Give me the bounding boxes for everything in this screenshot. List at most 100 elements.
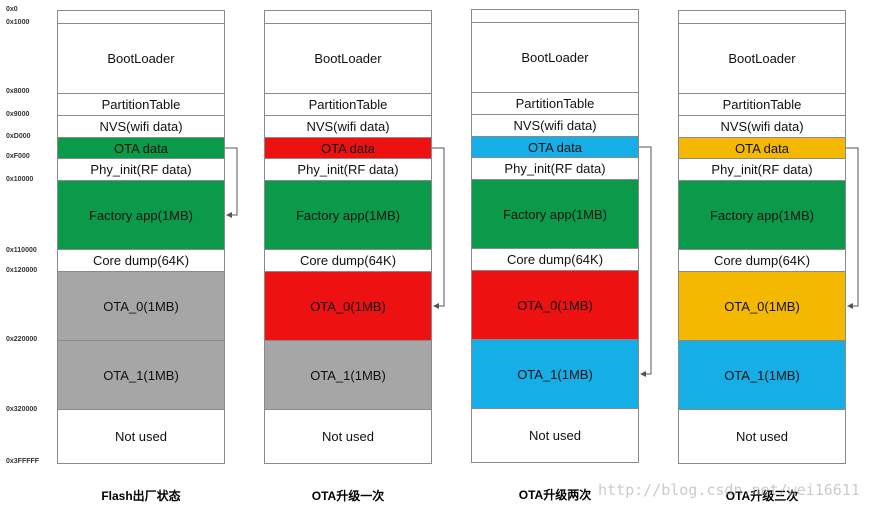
arrow-head <box>847 303 853 309</box>
partition-segment: NVS(wifi data) <box>678 115 846 138</box>
address-label: 0x120000 <box>6 267 38 274</box>
arrow-line <box>846 147 859 307</box>
partition-segment: Core dump(64K) <box>678 249 846 272</box>
partition-segment: Factory app(1MB) <box>264 180 432 250</box>
partition-label: Factory app(1MB) <box>88 207 194 223</box>
partition-segment <box>678 10 846 24</box>
partition-segment: OTA_1(1MB) <box>57 340 225 410</box>
partition-segment: BootLoader <box>471 22 639 93</box>
partition-label: Phy_init(RF data) <box>504 161 606 176</box>
partition-label: OTA data <box>114 140 168 156</box>
arrow-line <box>432 147 445 307</box>
column-caption: OTA升级一次 <box>311 489 385 503</box>
partition-segment: PartitionTable <box>678 93 846 116</box>
partition-segment: OTA_0(1MB) <box>678 271 846 341</box>
arrow-head <box>640 371 646 377</box>
address-label: 0x9000 <box>6 111 30 118</box>
partition-segment: BootLoader <box>264 23 432 94</box>
partition-label: Not used <box>528 428 582 443</box>
address-label: 0xD000 <box>6 133 31 140</box>
partition-label: OTA data <box>735 140 789 156</box>
address-label: 0x110000 <box>6 247 37 254</box>
partition-label: Factory app(1MB) <box>502 206 608 222</box>
partition-label: Not used <box>321 429 375 444</box>
partition-label: Core dump(64K) <box>713 253 811 268</box>
partition-segment: Phy_init(RF data) <box>57 158 225 181</box>
partition-label: PartitionTable <box>308 97 388 112</box>
partition-segment: OTA_1(1MB) <box>264 340 432 410</box>
partition-label: BootLoader <box>314 51 382 66</box>
partition-segment: Phy_init(RF data) <box>678 158 846 181</box>
partition-segment <box>471 9 639 23</box>
partition-label: NVS(wifi data) <box>720 119 804 134</box>
partition-label: Not used <box>114 429 168 444</box>
partition-segment: Phy_init(RF data) <box>264 158 432 181</box>
partition-label: PartitionTable <box>515 96 595 111</box>
partition-label: NVS(wifi data) <box>99 119 183 134</box>
partition-segment: Not used <box>57 409 225 464</box>
partition-segment: PartitionTable <box>471 92 639 115</box>
partition-segment: OTA_1(1MB) <box>471 339 639 409</box>
partition-label: Core dump(64K) <box>506 252 604 267</box>
partition-label: OTA_1(1MB) <box>310 367 386 383</box>
arrow-head <box>433 303 439 309</box>
partition-label: OTA_1(1MB) <box>103 367 179 383</box>
partition-label: OTA_0(1MB) <box>724 298 800 314</box>
partition-segment: OTA_0(1MB) <box>57 271 225 341</box>
partition-segment: NVS(wifi data) <box>264 115 432 138</box>
partition-label: OTA_0(1MB) <box>103 298 179 314</box>
partition-segment: OTA data <box>57 137 225 159</box>
address-label: 0x320000 <box>6 406 38 413</box>
partition-segment: OTA data <box>264 137 432 159</box>
arrow-line <box>639 146 652 375</box>
partition-segment: NVS(wifi data) <box>471 114 639 137</box>
partition-segment: Factory app(1MB) <box>57 180 225 250</box>
partition-label: Not used <box>735 429 789 444</box>
partition-label: NVS(wifi data) <box>306 119 390 134</box>
address-label: 0xF000 <box>6 153 30 160</box>
partition-segment: OTA_0(1MB) <box>471 270 639 340</box>
partition-label: Core dump(64K) <box>299 253 397 268</box>
partition-label: Phy_init(RF data) <box>711 162 813 177</box>
partition-label: OTA data <box>321 140 375 156</box>
partition-label: PartitionTable <box>101 97 181 112</box>
partition-segment: Not used <box>471 408 639 463</box>
partition-segment: Not used <box>264 409 432 464</box>
partition-label: NVS(wifi data) <box>513 118 597 133</box>
partition-segment: Core dump(64K) <box>471 248 639 271</box>
arrow-line <box>225 147 238 216</box>
partition-segment: Core dump(64K) <box>57 249 225 272</box>
partition-segment <box>57 10 225 24</box>
partition-segment: Factory app(1MB) <box>678 180 846 250</box>
partition-label: BootLoader <box>728 51 796 66</box>
arrow-head <box>226 212 232 218</box>
partition-label: Factory app(1MB) <box>295 207 401 223</box>
partition-label: BootLoader <box>107 51 175 66</box>
column-caption: Flash出厂状态 <box>101 489 181 503</box>
address-label: 0x0 <box>6 6 18 13</box>
partition-label: OTA_1(1MB) <box>517 366 593 382</box>
partition-segment: NVS(wifi data) <box>57 115 225 138</box>
partition-label: OTA_1(1MB) <box>724 367 800 383</box>
partition-label: PartitionTable <box>722 97 802 112</box>
partition-label: OTA_0(1MB) <box>310 298 386 314</box>
partition-segment: OTA_0(1MB) <box>264 271 432 341</box>
partition-segment: PartitionTable <box>57 93 225 116</box>
partition-segment: OTA data <box>678 137 846 159</box>
partition-segment: Phy_init(RF data) <box>471 157 639 180</box>
partition-segment <box>264 10 432 24</box>
column-caption: OTA升级两次 <box>518 488 592 502</box>
address-label: 0x3FFFFF <box>6 458 40 465</box>
address-label: 0x220000 <box>6 336 38 343</box>
partition-segment: Factory app(1MB) <box>471 179 639 249</box>
watermark: http://blog.csdn.net/wei16611 <box>598 481 860 499</box>
address-label: 0x8000 <box>6 88 30 95</box>
partition-label: Core dump(64K) <box>92 253 190 268</box>
partition-segment: PartitionTable <box>264 93 432 116</box>
partition-label: OTA data <box>528 139 582 155</box>
